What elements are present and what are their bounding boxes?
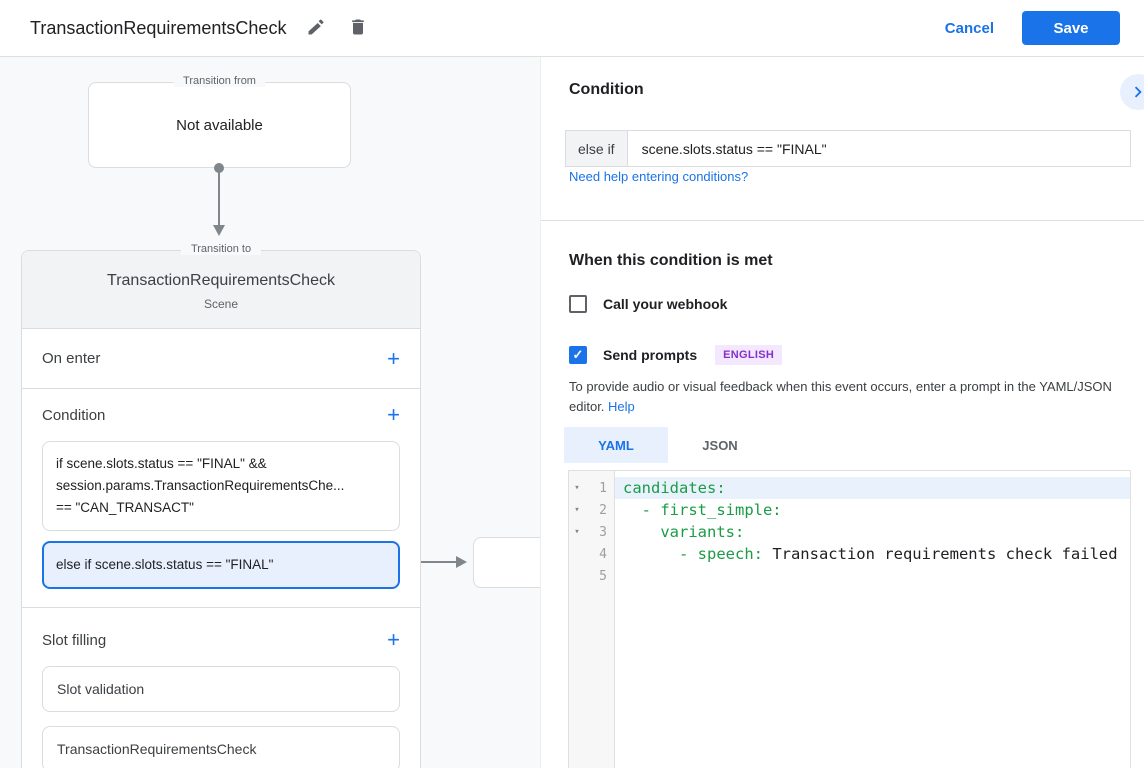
save-button[interactable]: Save [1022, 11, 1120, 45]
chevron-right-icon [1134, 86, 1142, 98]
when-condition-met-title: When this condition is met [569, 252, 773, 269]
condition-expression-row: else if [565, 130, 1131, 167]
condition-text: == "CAN_TRANSACT" [56, 500, 194, 515]
add-slot-filling-button[interactable]: + [387, 627, 400, 652]
top-bar: TransactionRequirementsCheck Cancel Save [0, 0, 1144, 57]
condition-item-selected[interactable]: else if scene.slots.status == "FINAL" [42, 541, 400, 589]
scene-card-subtitle: Scene [203, 297, 239, 311]
edit-scene-button[interactable] [304, 16, 328, 40]
prompts-description-text: To provide audio or visual feedback when… [569, 379, 1112, 414]
scene-card: Transition to TransactionRequirementsChe… [21, 243, 421, 768]
pencil-icon [308, 18, 324, 34]
on-enter-section: On enter + [22, 329, 420, 389]
yaml-key: - speech: [623, 545, 773, 563]
call-webhook-row: Call your webhook [569, 295, 727, 313]
slot-item[interactable]: Slot validation [42, 666, 400, 712]
add-condition-button[interactable]: + [387, 402, 400, 427]
scene-card-title: TransactionRequirementsCheck [107, 272, 335, 289]
code-line [615, 565, 1130, 587]
fold-toggle-icon[interactable]: ▾ [574, 505, 580, 515]
conditions-help-link[interactable]: Need help entering conditions? [569, 169, 749, 184]
slot-filling-label: Slot filling [42, 631, 107, 649]
fold-toggle-icon[interactable]: ▾ [574, 483, 580, 493]
condition-expression-input[interactable] [627, 131, 1130, 166]
line-number: 3 [599, 524, 607, 540]
connector-arrow-right-icon [456, 556, 467, 568]
code-line: - first_simple: [615, 499, 1130, 521]
condition-label: Condition [42, 406, 106, 424]
editor-gutter: ▾ 1 ▾ 2 ▾ 3 4 5 [569, 471, 615, 768]
condition-section: Condition + if scene.slots.status == "FI… [22, 389, 420, 608]
transition-from-box: Transition from Not available [88, 75, 351, 168]
line-number: 5 [599, 568, 607, 584]
code-line: candidates: [615, 477, 1130, 499]
prompts-help-link[interactable]: Help [608, 399, 635, 414]
panel-title: Condition [569, 81, 644, 98]
call-webhook-checkbox[interactable] [569, 295, 587, 313]
check-icon: ✓ [572, 347, 584, 362]
yaml-value: Transaction requirements check failed [772, 545, 1118, 563]
cancel-button[interactable]: Cancel [944, 19, 994, 37]
code-line: - speech: Transaction requirements check… [615, 543, 1130, 565]
language-badge: ENGLISH [715, 345, 783, 365]
prompts-description: To provide audio or visual feedback when… [569, 377, 1137, 417]
else-if-prefix: else if [566, 131, 628, 166]
condition-panel: Condition else if Need help entering con… [540, 57, 1144, 768]
slot-item[interactable]: TransactionRequirementsCheck [42, 726, 400, 768]
condition-text: session.params.TransactionRequirementsCh… [56, 478, 345, 493]
add-on-enter-button[interactable]: + [387, 345, 400, 371]
transition-from-legend: Transition from [173, 75, 266, 87]
connector-arrow-down-icon [213, 225, 225, 236]
yaml-key: candidates: [623, 479, 726, 497]
trash-icon [352, 19, 365, 34]
line-number: 2 [599, 502, 607, 518]
send-prompts-row: ✓ Send prompts ENGLISH [569, 345, 783, 365]
page-title: TransactionRequirementsCheck [30, 17, 287, 38]
collapse-panel-button[interactable] [1120, 74, 1144, 110]
condition-text: else if scene.slots.status == "FINAL" [56, 557, 274, 572]
line-number: 1 [599, 480, 607, 496]
line-number: 4 [599, 546, 607, 562]
slot-filling-section: Slot filling + Slot validation Transacti… [22, 608, 420, 768]
send-prompts-label: Send prompts [603, 347, 698, 363]
on-enter-label: On enter [42, 350, 101, 367]
send-prompts-checkbox[interactable]: ✓ [569, 346, 587, 364]
editor-tabs: YAML JSON [564, 427, 772, 463]
condition-item[interactable]: if scene.slots.status == "FINAL" && sess… [42, 441, 400, 531]
condition-text: if scene.slots.status == "FINAL" && [56, 456, 267, 471]
transition-target-box[interactable] [473, 537, 540, 588]
tab-yaml[interactable]: YAML [564, 427, 668, 463]
editor-code-area[interactable]: candidates: - first_simple: variants: - … [615, 471, 1130, 768]
yaml-editor[interactable]: ▾ 1 ▾ 2 ▾ 3 4 5 candidates: - first_simple:… [568, 470, 1131, 768]
yaml-key: - first_simple: [623, 501, 782, 519]
scene-card-header: TransactionRequirementsCheck Scene [22, 251, 420, 329]
section-divider [541, 220, 1144, 221]
call-webhook-label: Call your webhook [603, 296, 728, 312]
delete-scene-button[interactable] [346, 16, 370, 40]
fold-toggle-icon[interactable]: ▾ [574, 527, 580, 537]
flow-canvas: Transition from Not available Transition… [0, 57, 540, 768]
transition-from-content: Not available [176, 116, 263, 134]
transition-to-legend: Transition to [180, 243, 262, 255]
yaml-key: variants: [623, 523, 745, 541]
code-line: variants: [615, 521, 1130, 543]
tab-json[interactable]: JSON [702, 437, 738, 453]
